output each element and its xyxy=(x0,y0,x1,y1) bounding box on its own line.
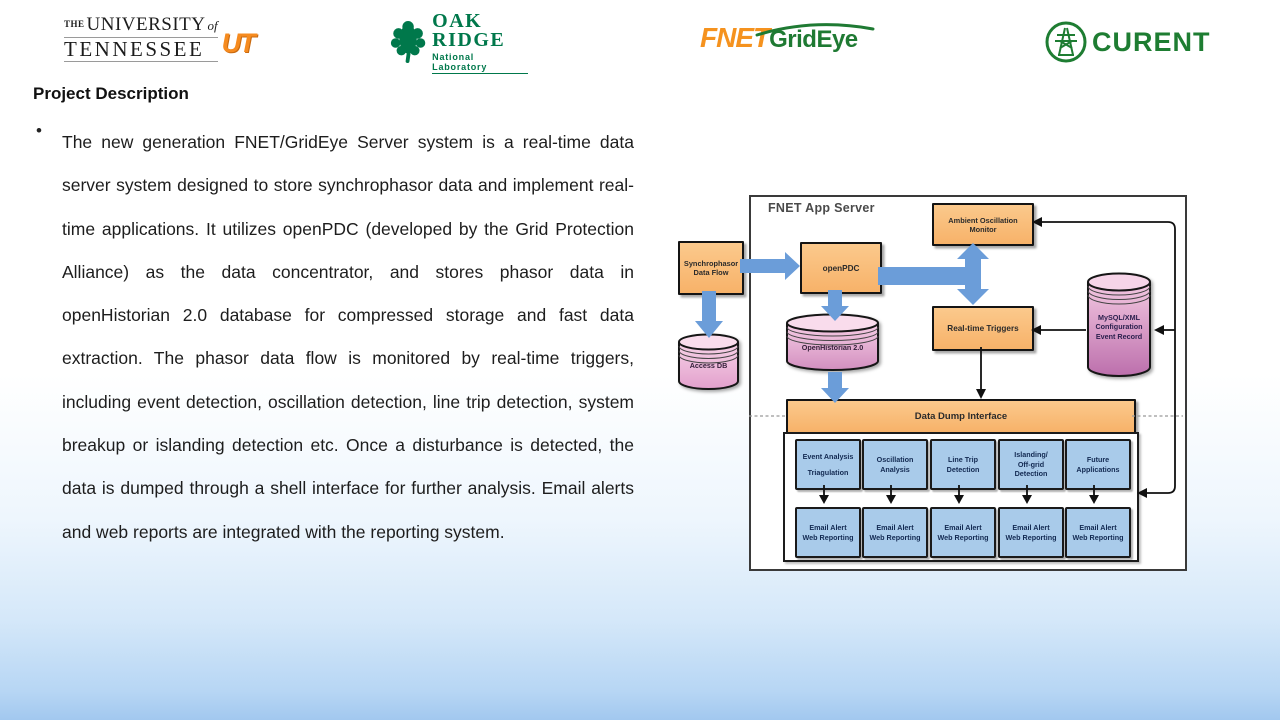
node-real-time-triggers: Real-time Triggers xyxy=(932,306,1034,351)
module-email-alert-2: Email Alert Web Reporting xyxy=(862,507,928,558)
module-islanding-detection: Islanding/ Off-grid Detection xyxy=(998,439,1064,490)
grideye-wordmark: GridEye xyxy=(769,26,858,53)
ut-logo-line2: TENNESSEE xyxy=(64,37,218,63)
curent-wordmark: CURENT xyxy=(1092,26,1211,57)
architecture-diagram: FNET App Server Access DB OpenHistorian … xyxy=(660,185,1210,590)
curent-logo: CURENT xyxy=(1044,20,1224,64)
fnet-app-server-label: FNET App Server xyxy=(768,201,875,215)
module-email-alert-1: Email Alert Web Reporting xyxy=(795,507,861,558)
access-db-label: Access DB xyxy=(689,361,728,370)
bullet-item: • The new generation FNET/GridEye Server… xyxy=(33,121,637,554)
module-email-alert-4: Email Alert Web Reporting xyxy=(998,507,1064,558)
page-title: Project Description xyxy=(33,84,189,103)
module-event-analysis: Event Analysis Triagulation xyxy=(795,439,861,490)
bullet-text: The new generation FNET/GridEye Server s… xyxy=(62,132,634,542)
mysql-record-label: MySQL/XML Configuration Event Record xyxy=(1095,313,1143,341)
module-line-trip-detection: Line Trip Detection xyxy=(930,439,996,490)
openhistorian-cylinder xyxy=(786,313,879,371)
ornl-logo-subtitle: National Laboratory xyxy=(432,52,528,74)
node-ambient-oscillation-monitor: Ambient Oscillation Monitor xyxy=(932,203,1034,246)
module-future-applications: Future Applications xyxy=(1065,439,1131,490)
modules-container: Event Analysis Triagulation Oscillation … xyxy=(783,432,1139,562)
openhistorian-label: OpenHistorian 2.0 xyxy=(801,343,864,352)
transmission-tower-icon xyxy=(1045,21,1087,63)
bullet-glyph: • xyxy=(36,121,42,140)
fnet-grideye-logo: FNETGridEye xyxy=(700,22,875,62)
oak-leaf-icon xyxy=(390,21,426,64)
node-openpdc: openPDC xyxy=(800,242,882,294)
ut-monogram-icon: UT xyxy=(221,28,256,58)
fnet-wordmark: FNET xyxy=(700,22,770,53)
node-data-dump-interface: Data Dump Interface xyxy=(786,399,1136,434)
module-email-alert-5: Email Alert Web Reporting xyxy=(1065,507,1131,558)
node-synchrophasor-data-flow: Synchrophasor Data Flow xyxy=(678,241,744,295)
module-email-alert-3: Email Alert Web Reporting xyxy=(930,507,996,558)
module-oscillation-analysis: Oscillation Analysis xyxy=(862,439,928,490)
